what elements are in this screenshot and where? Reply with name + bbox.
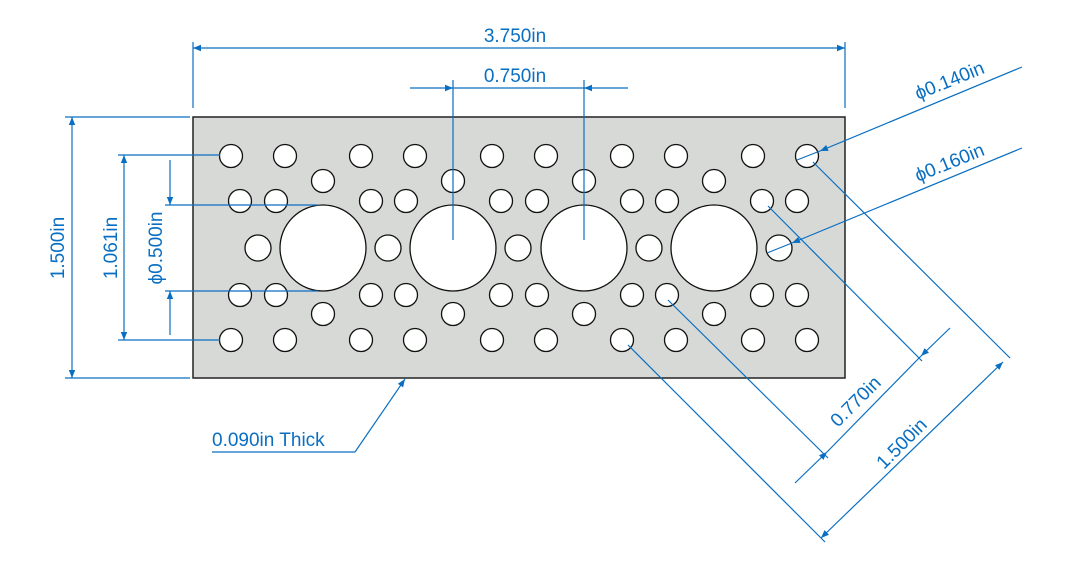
small-hole <box>701 168 727 194</box>
small-hole <box>619 188 645 214</box>
small-hole <box>619 282 645 308</box>
small-hole <box>663 327 689 353</box>
row-spacing-label: 1.061in <box>101 217 122 279</box>
small-hole <box>227 282 253 308</box>
dim-large-hole: ϕ0.500in <box>146 160 318 335</box>
small-hole <box>488 188 514 214</box>
small-hole <box>272 327 298 353</box>
thickness-label: 0.090in Thick <box>212 430 325 451</box>
overall-width-label: 3.750in <box>484 26 546 47</box>
small-hole <box>524 188 550 214</box>
small-hole <box>654 282 680 308</box>
overall-height-label: 1.500in <box>48 217 69 279</box>
dim-center-spacing: 0.750in <box>410 66 628 240</box>
small-hole <box>533 143 559 169</box>
small-hole <box>654 188 680 214</box>
small-hole <box>749 188 775 214</box>
small-hole <box>663 143 689 169</box>
small-hole <box>402 143 428 169</box>
small-hole <box>244 234 272 262</box>
small-hole <box>227 188 253 214</box>
small-hole <box>218 327 244 353</box>
small-hole <box>794 327 820 353</box>
dim-row-spacing: 1.061in <box>101 154 220 341</box>
small-hole <box>402 327 428 353</box>
small-hole <box>533 327 559 353</box>
large-hole-label: ϕ0.500in <box>146 212 167 285</box>
dim-overall-width: 3.750in <box>192 26 846 108</box>
small-hole <box>310 301 336 327</box>
small-hole <box>701 301 727 327</box>
small-hole <box>263 188 289 214</box>
small-hole <box>635 234 663 262</box>
small-hole <box>571 301 597 327</box>
small-hole <box>393 188 419 214</box>
diagonal-outer-label: 1.500in <box>873 415 932 474</box>
small-hole-b-label: ϕ0.160in <box>912 140 988 187</box>
small-hole <box>740 143 766 169</box>
small-hole <box>272 143 298 169</box>
small-hole <box>218 143 244 169</box>
dim-overall-height: 1.500in <box>48 116 190 379</box>
small-hole <box>479 327 505 353</box>
thickness-leader: 0.090in Thick <box>212 378 406 453</box>
small-hole <box>749 282 775 308</box>
large-hole <box>279 204 367 292</box>
small-hole <box>609 143 635 169</box>
small-hole <box>374 234 402 262</box>
small-hole <box>348 143 374 169</box>
small-hole <box>488 282 514 308</box>
small-hole <box>358 188 384 214</box>
small-hole <box>358 282 384 308</box>
small-hole <box>504 234 532 262</box>
small-hole <box>310 168 336 194</box>
holes <box>218 143 820 353</box>
small-hole <box>609 327 635 353</box>
small-hole <box>393 282 419 308</box>
small-hole <box>740 327 766 353</box>
small-hole <box>263 282 289 308</box>
large-hole <box>670 204 758 292</box>
small-hole <box>784 282 810 308</box>
center-spacing-label: 0.750in <box>484 66 546 87</box>
small-hole <box>440 301 466 327</box>
small-hole <box>479 143 505 169</box>
small-hole <box>524 282 550 308</box>
small-hole <box>784 188 810 214</box>
small-hole <box>348 327 374 353</box>
